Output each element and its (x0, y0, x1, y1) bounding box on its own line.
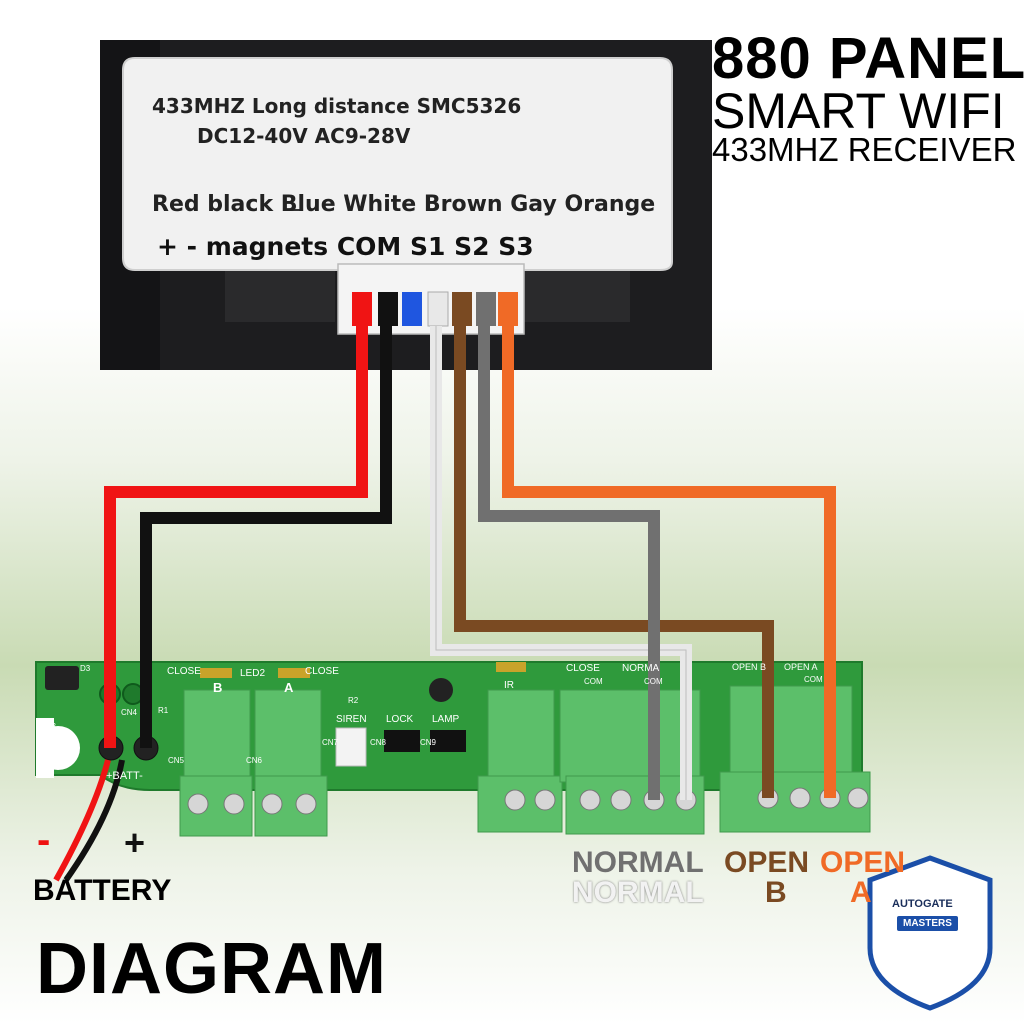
pcb-label-r2: R2 (348, 696, 359, 705)
logo-text-autogate: AUTOGATE (892, 898, 953, 910)
title-line-2: SMART WIFI (712, 83, 1005, 139)
pcb-label-com-2: COM (644, 677, 663, 686)
pcb-label-open-b: OPEN B (732, 662, 767, 672)
wire-orange (502, 326, 836, 798)
battery-leads (53, 759, 125, 882)
terminal-label-open-b: OPEN (724, 846, 810, 879)
pcb-label-cn3: CN3 (40, 722, 57, 731)
pcb-label-b: B (213, 680, 223, 695)
receiver-wire-colors: Red black Blue White Brown Gay Orange (152, 192, 656, 217)
terminal-label-normal-white: NORMAL (572, 876, 704, 909)
pcb-label-cn5: CN5 (168, 756, 185, 765)
pcb-label-lamp: LAMP (432, 714, 460, 725)
pcb-label-open-a: OPEN A (784, 662, 818, 672)
pcb-label-r1: R1 (158, 706, 169, 715)
pcb-label-close-com: CLOSE (566, 663, 600, 674)
receiver-module (100, 40, 712, 370)
title-line-3: 433MHZ RECEIVER (712, 131, 1017, 168)
pcb-label-com-1: COM (584, 677, 603, 686)
battery-label: BATTERY (33, 874, 172, 907)
terminal-label-open-a-letter: A (850, 876, 872, 909)
pcb-label-batt: +BATT- (106, 770, 143, 782)
receiver-sticker (122, 57, 673, 271)
pcb-label-cn4: CN4 (121, 708, 138, 717)
terminal-label-normal-gray: NORMAL (572, 846, 704, 879)
receiver-model: 433MHZ Long distance SMC5326 (152, 94, 522, 118)
pcb-label-cn9: CN9 (420, 738, 437, 747)
battery-plus-sign: + (124, 822, 146, 863)
pcb-label-close-left: CLOSE (167, 666, 201, 677)
pcb-label-ir: IR (504, 680, 514, 691)
brand-logo (867, 855, 993, 1011)
wire-gray (478, 326, 660, 800)
pcb-label-d3: D3 (80, 664, 91, 673)
battery-minus-sign: - (37, 818, 51, 862)
pcb-label-a: A (284, 680, 294, 695)
receiver-wire-functions: + - magnets COM S1 S2 S3 (157, 232, 534, 261)
pcb-label-normal-top: NORMA (622, 663, 660, 674)
wire-black (140, 326, 392, 748)
title-line-1: 880 PANEL (712, 26, 1024, 91)
pcb-label-led2: LED2 (240, 668, 266, 679)
diagram-title: DIAGRAM (36, 929, 387, 1009)
logo-text-masters: MASTERS (897, 916, 958, 931)
pcb-label-com-3: COM (804, 675, 823, 684)
pcb-label-close-right: CLOSE (305, 666, 339, 677)
wire-white-edge (435, 326, 687, 800)
wire-red (104, 326, 368, 748)
wires (104, 326, 836, 800)
wire-brown (454, 326, 774, 798)
receiver-voltage: DC12-40V AC9-28V (197, 124, 411, 148)
terminal-label-open-b-letter: B (765, 876, 787, 909)
pcb-label-lock: LOCK (386, 714, 414, 725)
pcb-label-cn6: CN6 (246, 756, 263, 765)
terminal-label-open-a: OPEN (820, 846, 906, 879)
pcb-label-cn8: CN8 (370, 738, 387, 747)
receiver-connector (337, 263, 525, 335)
pcb-label-siren: SIREN (336, 714, 367, 725)
pcb-label-cn7: CN7 (322, 738, 339, 747)
